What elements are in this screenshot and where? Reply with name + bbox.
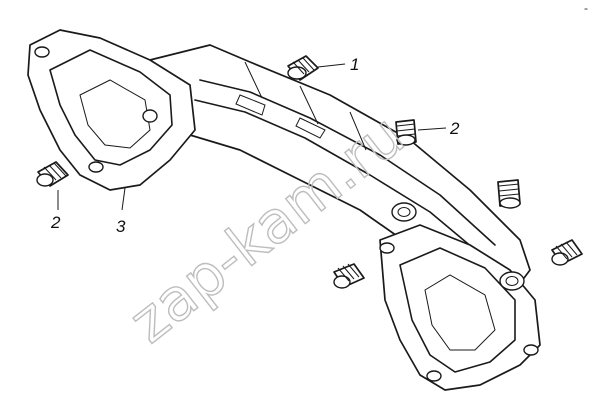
plug-top <box>287 55 319 81</box>
bracket-body <box>27 29 541 391</box>
leader-1 <box>317 63 346 68</box>
leader-3 <box>121 187 126 211</box>
plug-right-lower <box>551 239 583 266</box>
plug-left <box>36 161 69 187</box>
callout-2-right: 2 <box>449 119 460 138</box>
callout-1: 1 <box>350 55 359 74</box>
plug-bottom-left <box>333 263 365 289</box>
plug-mid <box>395 119 417 146</box>
callout-3: 3 <box>116 217 126 236</box>
leader-2a <box>417 127 447 131</box>
plug-right-upper <box>497 179 521 209</box>
callout-2-left: 2 <box>50 213 61 232</box>
corner-mark: - <box>584 1 588 15</box>
